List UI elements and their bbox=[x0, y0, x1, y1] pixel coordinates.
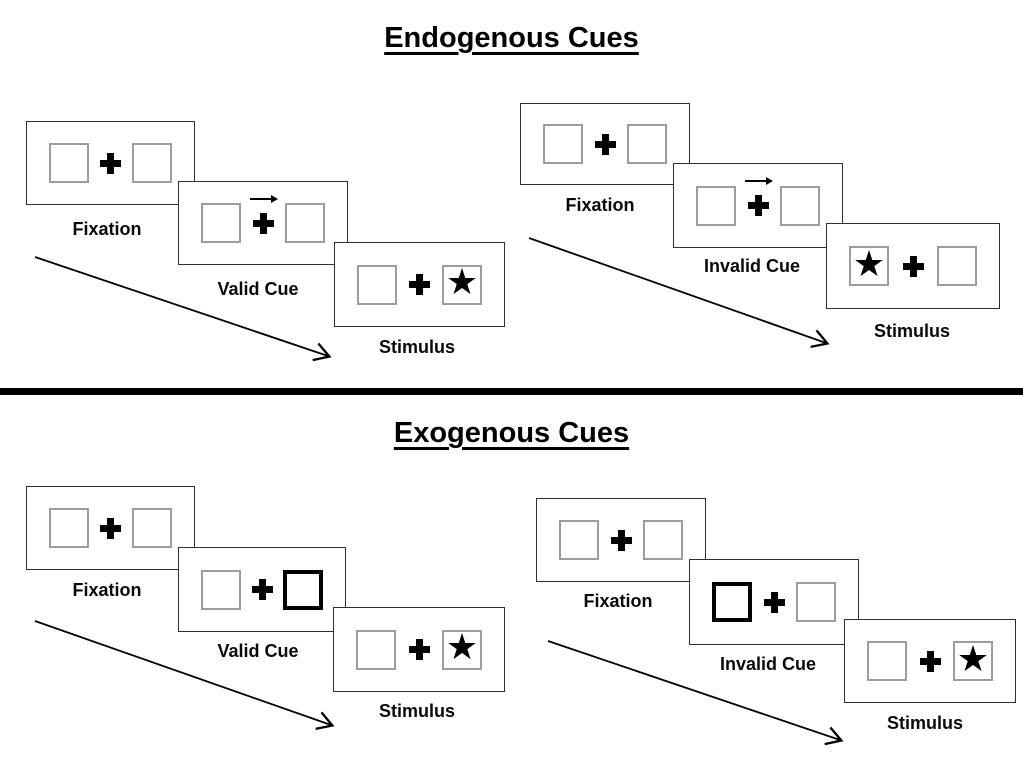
fixation-cross-icon bbox=[408, 639, 430, 660]
right-box-highlighted-cue bbox=[283, 569, 323, 610]
panel-label-fixation: Fixation bbox=[583, 591, 653, 611]
right-box bbox=[285, 203, 325, 243]
fixation-cross-icon bbox=[251, 579, 273, 600]
fixation-cross-icon bbox=[902, 255, 924, 277]
fixation-cross-icon bbox=[610, 529, 632, 551]
endogenous-invalid-cue-panel bbox=[673, 163, 843, 248]
right-box bbox=[780, 185, 820, 226]
panel-label-stimulus: Stimulus bbox=[378, 337, 456, 357]
endogenous-valid-stimulus-panel: ★ bbox=[334, 242, 505, 327]
panel-label-stimulus: Stimulus bbox=[886, 713, 964, 733]
fixation-cross-icon bbox=[747, 195, 769, 216]
sequence-arrow bbox=[34, 256, 332, 362]
sequence-arrow bbox=[34, 620, 335, 731]
fixation-center bbox=[100, 152, 121, 174]
endogenous-invalid-fixation-panel bbox=[520, 103, 690, 185]
left-box bbox=[201, 569, 241, 610]
panel-label-invalid-cue: Invalid Cue bbox=[719, 654, 817, 674]
panel-label-fixation: Fixation bbox=[72, 219, 142, 239]
panel-label-stimulus: Stimulus bbox=[873, 321, 951, 341]
right-box bbox=[132, 143, 172, 183]
cue-arrow-icon bbox=[249, 194, 278, 203]
left-box bbox=[867, 641, 907, 681]
fixation-cross-icon bbox=[100, 152, 121, 174]
fixation-cross-icon bbox=[919, 650, 941, 672]
fixation-center bbox=[100, 517, 121, 539]
fixation-cross-icon bbox=[100, 517, 121, 539]
fixation-center bbox=[763, 591, 785, 613]
exogenous-valid-stimulus-panel: ★ bbox=[333, 607, 505, 692]
exogenous-valid-cue-panel bbox=[178, 547, 346, 632]
exogenous-invalid-cue-panel bbox=[689, 559, 859, 645]
star-icon: ★ bbox=[956, 638, 990, 680]
exogenous-invalid-stimulus-panel: ★ bbox=[844, 619, 1016, 703]
left-box bbox=[543, 124, 583, 164]
fixation-cross-icon bbox=[594, 133, 616, 155]
fixation-center bbox=[249, 194, 278, 234]
exogenous-valid-fixation-panel bbox=[26, 486, 195, 570]
panel-label-invalid-cue: Invalid Cue bbox=[703, 256, 801, 276]
right-box: ★ bbox=[442, 627, 482, 670]
right-box bbox=[796, 582, 836, 622]
panel-label-fixation: Fixation bbox=[72, 580, 142, 600]
endogenous-invalid-stimulus-panel: ★ bbox=[826, 223, 1000, 309]
section-title-exogenous: Exogenous Cues bbox=[393, 417, 630, 449]
endogenous-valid-cue-panel bbox=[178, 181, 348, 265]
fixation-center bbox=[902, 255, 924, 277]
fixation-cross-icon bbox=[409, 274, 430, 295]
right-box bbox=[627, 124, 667, 164]
star-icon: ★ bbox=[445, 262, 479, 303]
exogenous-invalid-fixation-panel bbox=[536, 498, 706, 582]
left-box bbox=[357, 264, 397, 305]
panel-label-fixation: Fixation bbox=[565, 195, 635, 215]
left-box-highlighted-cue bbox=[712, 582, 752, 622]
fixation-center bbox=[610, 529, 632, 551]
left-box bbox=[49, 143, 89, 183]
left-box bbox=[201, 203, 241, 243]
left-box: ★ bbox=[849, 246, 889, 286]
left-box bbox=[696, 185, 736, 226]
panel-label-valid-cue: Valid Cue bbox=[217, 641, 299, 661]
section-divider bbox=[0, 388, 1023, 395]
right-box bbox=[937, 246, 977, 286]
endogenous-valid-fixation-panel bbox=[26, 121, 195, 205]
fixation-center bbox=[408, 639, 430, 660]
left-box bbox=[559, 520, 599, 560]
fixation-cross-icon bbox=[252, 212, 274, 234]
fixation-center bbox=[409, 274, 430, 295]
star-icon: ★ bbox=[445, 627, 479, 668]
fixation-cross-icon bbox=[763, 591, 785, 613]
star-icon: ★ bbox=[852, 243, 886, 285]
section-title-endogenous: Endogenous Cues bbox=[384, 22, 639, 54]
sequence-arrow bbox=[528, 237, 830, 349]
right-box: ★ bbox=[953, 641, 993, 681]
panel-label-valid-cue: Valid Cue bbox=[217, 279, 299, 299]
right-box: ★ bbox=[442, 262, 482, 305]
fixation-center bbox=[919, 650, 941, 672]
left-box bbox=[356, 629, 396, 670]
sequence-arrow bbox=[547, 640, 844, 746]
fixation-center bbox=[251, 579, 273, 600]
panel-label-stimulus: Stimulus bbox=[378, 701, 456, 721]
right-box bbox=[643, 520, 683, 560]
cue-arrow-icon bbox=[744, 177, 773, 185]
right-box bbox=[132, 508, 172, 548]
left-box bbox=[49, 508, 89, 548]
fixation-center bbox=[744, 177, 773, 216]
fixation-center bbox=[594, 133, 616, 155]
